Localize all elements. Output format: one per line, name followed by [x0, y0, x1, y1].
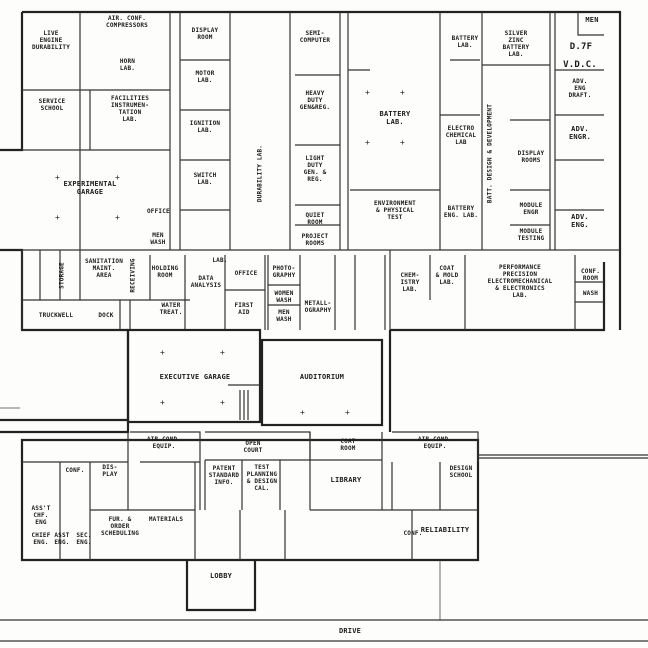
executive-garage-label: EXECUTIVE GARAGE: [159, 373, 231, 381]
metallography-label: METALL- OGRAPHY: [304, 300, 332, 314]
storage-label: STORAGE: [58, 262, 66, 289]
upper-wing-partitions: [22, 12, 620, 251]
semi-computer-label: SEMI- COMPUTER: [299, 30, 331, 44]
men-top-label: MEN: [585, 16, 599, 24]
adv-eng-label: ADV. ENG.: [571, 213, 589, 229]
adv-engr-label: ADV. ENGR.: [568, 125, 592, 141]
battery-lab-small-label: BATTERY LAB.: [451, 35, 479, 49]
conf-left-label: CONF.: [65, 467, 85, 474]
svg-text:+: +: [160, 398, 165, 407]
ignition-lab-label: IGNITION LAB.: [189, 120, 221, 134]
electrochemical-lab-label: ELECTRO CHEMICAL LAB: [445, 125, 477, 146]
asst-chief-eng-label: ASS'T CHF. ENG: [31, 505, 51, 526]
men-wash-mid-label: MEN WASH: [276, 309, 292, 323]
environment-physical-test-label: ENVIRONMENT & PHYSICAL TEST: [374, 200, 416, 221]
library-label: LIBRARY: [330, 476, 362, 484]
test-planning-label: TEST PLANNING & DESIGN CAL.: [246, 464, 278, 492]
live-engine-durability-label: LIVE ENGINE DURABILITY: [31, 30, 71, 51]
svg-text:+: +: [115, 173, 120, 182]
reliability-label: RELIABILITY: [420, 526, 470, 534]
receiving-label: RECEIVING: [129, 258, 137, 293]
men-wash-left-label: MEN WASH: [150, 232, 166, 246]
conf-room-right-label: CONF. ROOM: [580, 268, 601, 282]
patent-standard-info-label: PATENT STANDARD INFO.: [208, 465, 240, 486]
air-conf-compressors-label: AIR. CONF. COMPRESSORS: [106, 15, 148, 29]
chief-eng-label: CHIEF ENG.: [31, 532, 51, 546]
battery-eng-lab-label: BATTERY ENG. LAB.: [443, 205, 479, 219]
lower-wing: [20, 431, 480, 612]
dock-label: DOCK: [98, 312, 114, 319]
switch-lab-label: SWITCH LAB.: [193, 172, 217, 186]
lobby-label: LOBBY: [209, 572, 233, 580]
office-left-label: OFFICE: [147, 208, 170, 215]
air-cond-equip-left-label: AIR COND. EQUIP.: [146, 436, 182, 450]
women-wash-label: WOMEN WASH: [274, 290, 294, 304]
horn-lab-label: HORN LAB.: [119, 58, 136, 72]
air-cond-equip-right-label: AIR COND. EQUIP.: [417, 436, 453, 450]
open-court-label: OPEN COURT: [243, 440, 263, 454]
svg-text:+: +: [160, 348, 165, 357]
d7f-label: D.7F: [569, 42, 593, 52]
durability-lab-label: DURABILITY LAB.: [256, 144, 264, 203]
column-markers: + + + + + + + + + + + + + +: [55, 88, 405, 417]
lab-label: LAB.: [212, 257, 228, 264]
chemistry-lab-label: CHEM- ISTRY LAB.: [400, 272, 420, 293]
svg-text:+: +: [55, 213, 60, 222]
module-engr-label: MODULE ENGR: [519, 202, 543, 216]
project-rooms-label: PROJECT ROOMS: [301, 233, 329, 247]
sec-eng-label: SEC. ENG.: [76, 532, 92, 546]
performance-lab-label: PERFORMANCE PRECISION ELECTROMECHANICAL …: [487, 264, 553, 299]
fur-order-scheduling-label: FUR. & ORDER SCHEDULING: [100, 516, 140, 537]
coat-mold-lab-label: COAT & MOLD LAB.: [435, 265, 459, 286]
office-mid-label: OFFICE: [234, 270, 258, 277]
vdc-label: V.D.C.: [563, 60, 597, 70]
holding-room-label: HOLDING ROOM: [151, 265, 179, 279]
display-room-label: DISPLAY ROOM: [191, 27, 219, 41]
coat-room-label: COAT ROOM: [340, 438, 356, 452]
facilities-instrumentation-lab-label: FACILITIES INSTRUMEN- TATION LAB.: [110, 95, 150, 123]
adv-eng-draft-label: ADV. ENG DRAFT.: [568, 78, 592, 99]
service-school-label: SERVICE SCHOOL: [38, 98, 66, 112]
svg-text:+: +: [400, 138, 405, 147]
experimental-garage-label: EXPERIMENTAL GARAGE: [63, 180, 117, 196]
light-duty-gen-reg-label: LIGHT DUTY GEN. & REG.: [303, 155, 327, 183]
drive-lines: [0, 407, 648, 642]
battery-lab-label: BATTERY LAB.: [379, 110, 411, 126]
truckwell-label: TRUCKWELL: [38, 312, 74, 319]
design-school-label: DESIGN SCHOOL: [449, 465, 473, 479]
first-aid-label: FIRST AID: [234, 302, 254, 316]
svg-text:+: +: [115, 213, 120, 222]
display-small-label: DIS- PLAY: [102, 464, 118, 478]
svg-text:+: +: [365, 88, 370, 97]
silver-zinc-battery-lab-label: SILVER ZINC BATTERY LAB.: [502, 30, 530, 58]
display-rooms-label: DISPLAY ROOMS: [517, 150, 545, 164]
svg-text:+: +: [220, 398, 225, 407]
batt-design-development-label: BATT. DESIGN & DEVELOPMENT: [486, 103, 494, 204]
svg-text:+: +: [365, 138, 370, 147]
materials-label: MATERIALS: [148, 516, 184, 523]
right-boundary: [439, 454, 648, 620]
drive-label: DRIVE: [338, 627, 362, 635]
svg-text:+: +: [55, 173, 60, 182]
auditorium-label: AUDITORIUM: [299, 373, 345, 381]
motor-lab-label: MOTOR LAB.: [195, 70, 215, 84]
middle-row-partitions: [21, 250, 604, 330]
asst-eng-label: ASST ENG.: [54, 532, 70, 546]
core-block: [126, 328, 384, 427]
photography-label: PHOTO- GRAPHY: [272, 265, 296, 279]
water-treat-label: WATER TREAT.: [159, 302, 183, 316]
conf-bottom-label: CONF.: [403, 530, 423, 537]
svg-text:+: +: [220, 348, 225, 357]
wash-right-label: WASH: [582, 290, 599, 297]
svg-text:+: +: [400, 88, 405, 97]
sanitation-maint-area-label: SANITATION MAINT. AREA: [84, 258, 124, 279]
module-testing-label: MODULE TESTING: [517, 228, 545, 242]
heavy-duty-gen-reg-label: HEAVY DUTY GEN&REG.: [299, 90, 331, 111]
svg-text:+: +: [345, 408, 350, 417]
data-analysis-label: DATA ANALYSIS: [190, 275, 222, 289]
svg-text:+: +: [300, 408, 305, 417]
quiet-room-label: QUIET ROOM: [305, 212, 325, 226]
